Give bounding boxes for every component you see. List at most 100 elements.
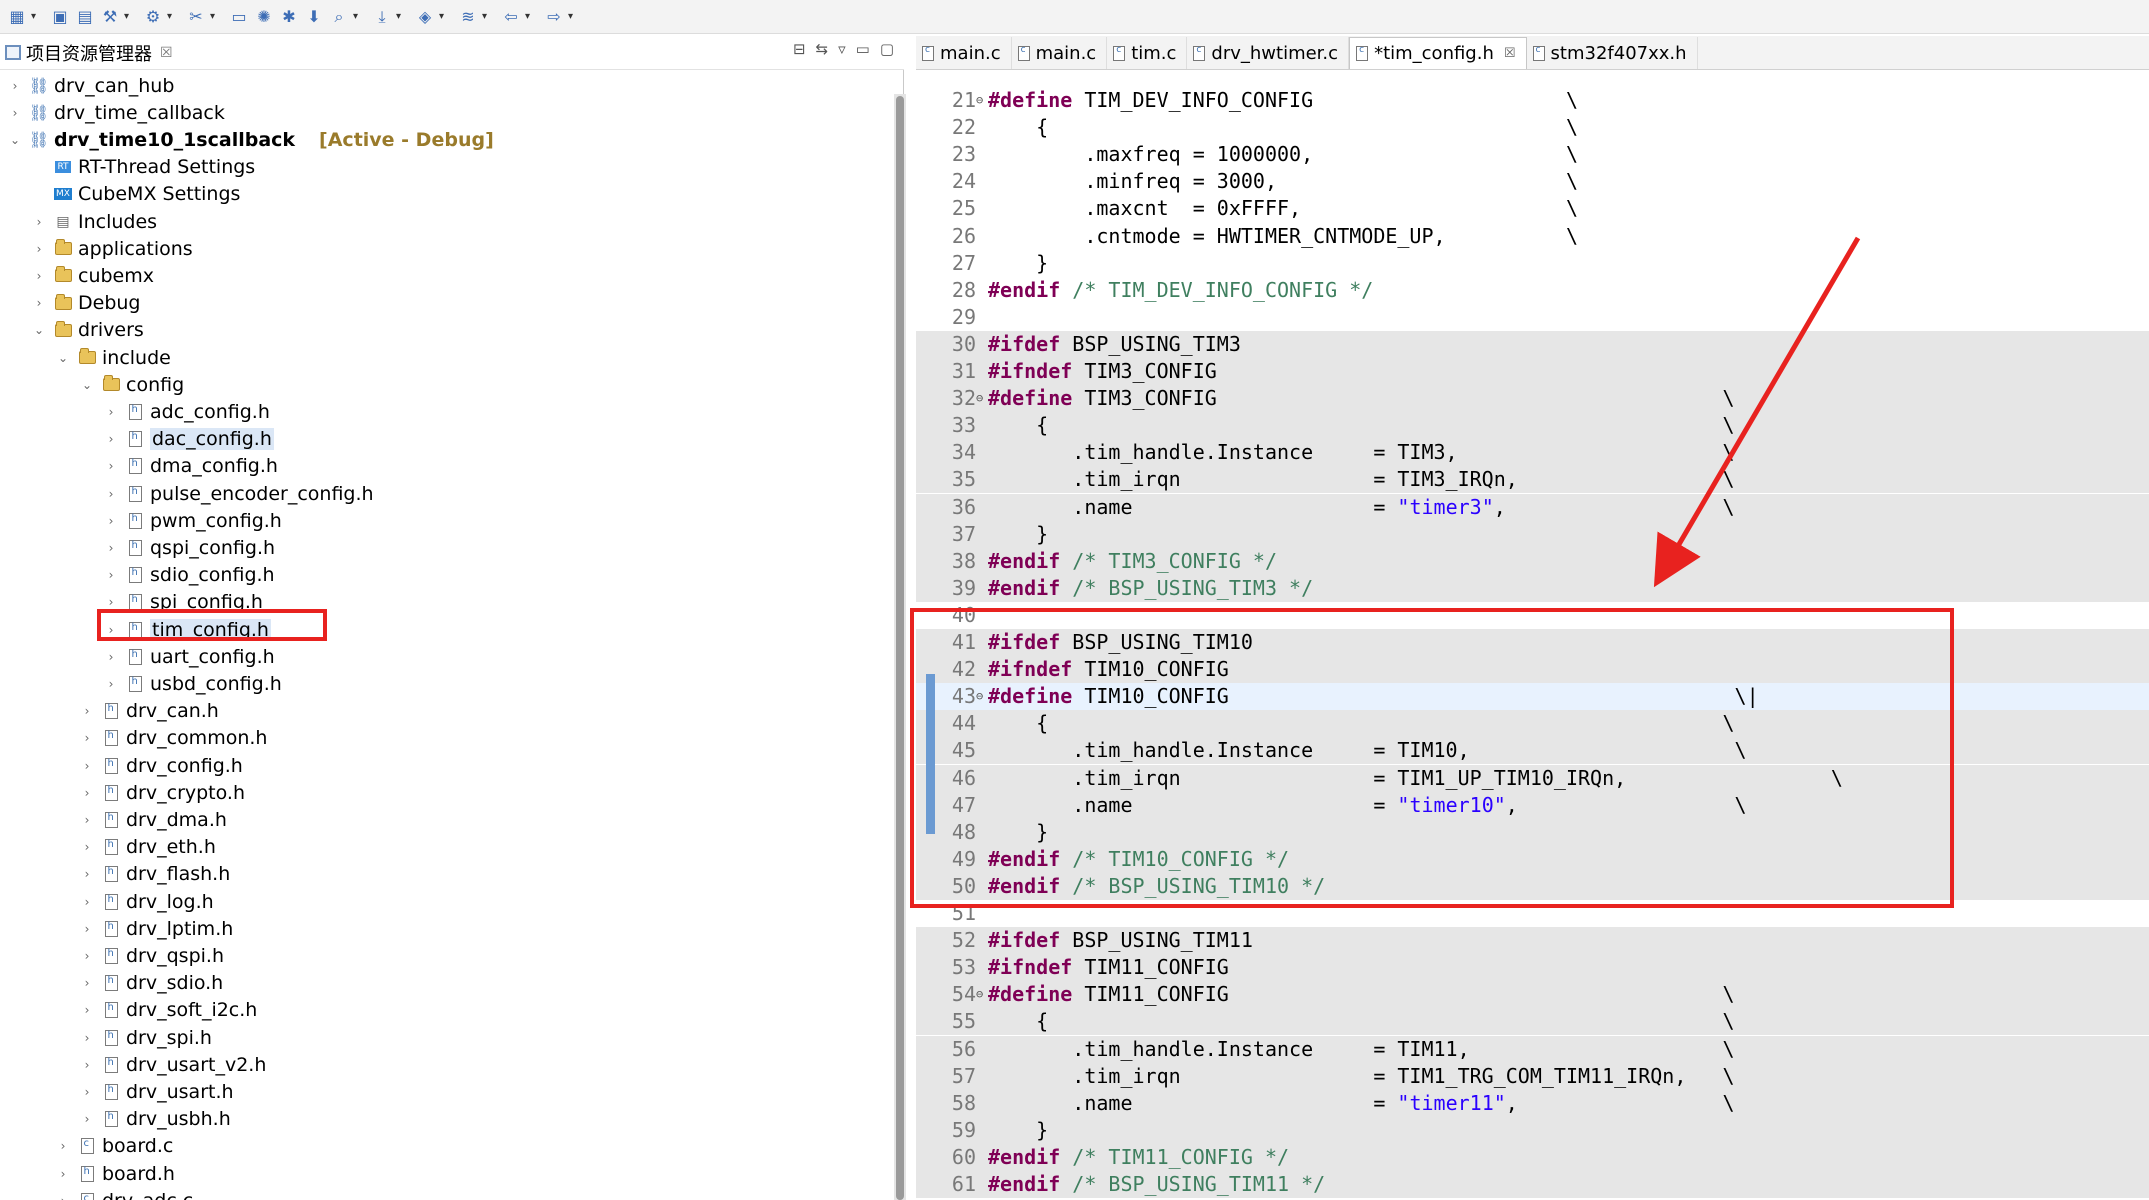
layers-icon[interactable]: ≋ [461,7,475,26]
code-line[interactable]: 32⊖#define TIM3_CONFIG \ [916,385,2149,413]
tree-item[interactable]: ›Debug [32,290,141,317]
code-line[interactable]: 23 .maxfreq = 1000000, \ [916,141,2149,168]
tree-item[interactable]: ›dac_config.h [104,426,274,453]
chevron-right-icon[interactable]: › [84,758,90,773]
code-line[interactable]: 49#endif /* TIM10_CONFIG */ [916,845,2149,873]
tree-item[interactable]: ›drv_can.h [80,698,219,725]
chevron-down-icon[interactable]: ▾ [31,11,37,22]
code-line[interactable]: 39#endif /* BSP_USING_TIM3 */ [916,574,2149,602]
tree-item[interactable]: ›applications [32,235,193,262]
code-line[interactable]: 33 { \ [916,412,2149,440]
code-line[interactable]: 28#endif /* TIM_DEV_INFO_CONFIG */ [916,277,2149,304]
tree-item[interactable]: ⌄drivers [32,317,144,344]
code-line[interactable]: 25 .maxcnt = 0xFFFF, \ [916,195,2149,222]
chevron-right-icon[interactable]: › [84,894,90,909]
fold-toggle-icon[interactable]: ⊖ [976,987,984,1002]
tree-item[interactable]: ›sdio_config.h [104,562,275,589]
chevron-right-icon[interactable]: › [84,948,90,963]
tree-item[interactable]: ›⛓drv_can_hub [8,72,175,99]
tree-item[interactable]: ›adc_config.h [104,398,270,425]
forward-icon[interactable]: ⇨ [547,7,561,26]
code-line[interactable]: 47 .name = "timer10", \ [916,791,2149,819]
explorer-scrollbar-thumb[interactable] [896,96,904,1200]
chevron-right-icon[interactable]: › [36,268,42,283]
tree-item[interactable]: ›drv_usart.h [80,1078,234,1105]
chevron-right-icon[interactable]: › [84,1057,90,1072]
tree-item[interactable]: ›⛓drv_time_callback [8,99,225,126]
tree-item[interactable]: ›dma_config.h [104,453,278,480]
code-line[interactable]: 45 .tim_handle.Instance = TIM10, \ [916,737,2149,765]
chevron-right-icon[interactable]: › [84,1084,90,1099]
chevron-down-icon[interactable]: ▾ [482,11,488,22]
chevron-right-icon[interactable]: › [84,785,90,800]
editor-tab[interactable]: tim.c [1107,37,1188,69]
code-line[interactable]: 59 } [916,1116,2149,1144]
code-line[interactable]: 21⊖#define TIM_DEV_INFO_CONFIG \ [916,87,2149,114]
settings-icon[interactable]: ✺ [257,7,271,26]
code-line[interactable]: 54⊖#define TIM11_CONFIG \ [916,981,2149,1009]
editor-tab[interactable]: main.c [916,37,1012,69]
chevron-down-icon[interactable]: ▾ [439,11,445,22]
code-line[interactable]: 48 } [916,818,2149,846]
code-line[interactable]: 30#ifdef BSP_USING_TIM3 [916,330,2149,358]
tree-item[interactable]: ›drv_adc.c [56,1187,193,1200]
view-menu-icon[interactable]: ▿ [838,40,846,58]
tools-icon[interactable]: ✂ [189,7,203,26]
tree-item[interactable]: ›drv_config.h [80,752,243,779]
code-line[interactable]: 50#endif /* BSP_USING_TIM10 */ [916,872,2149,900]
tree-item[interactable]: ›drv_lptim.h [80,915,234,942]
build-icon[interactable]: ⚒ [102,7,118,26]
chevron-right-icon[interactable]: › [108,459,114,474]
code-line[interactable]: 44 { \ [916,710,2149,738]
bug-icon[interactable]: ✱ [282,7,296,26]
tree-item[interactable]: ›drv_spi.h [80,1024,212,1051]
tree-item[interactable]: ⌄⛓drv_time10_1scallback[Active - Debug] [8,126,494,153]
search-icon[interactable]: ⌕ [334,6,344,26]
fold-toggle-icon[interactable]: ⊖ [976,93,984,107]
chevron-right-icon[interactable]: › [84,812,90,827]
chevron-right-icon[interactable]: › [60,1166,66,1181]
fold-toggle-icon[interactable]: ⊖ [976,689,984,704]
chevron-right-icon[interactable]: › [84,921,90,936]
chevron-right-icon[interactable]: › [12,78,18,93]
tree-item[interactable]: ⌄config [80,371,184,398]
code-line[interactable]: 38#endif /* TIM3_CONFIG */ [916,547,2149,575]
tree-item[interactable]: ›board.h [56,1160,175,1187]
code-line[interactable]: 52#ifdef BSP_USING_TIM11 [916,927,2149,955]
debug-icon[interactable]: ⚙ [145,7,161,26]
save-icon[interactable]: ▣ [52,7,68,26]
code-line[interactable]: 41#ifdef BSP_USING_TIM10 [916,629,2149,656]
tree-item[interactable]: ›usbd_config.h [104,670,282,697]
chevron-right-icon[interactable]: › [84,976,90,991]
tree-item[interactable]: ›drv_qspi.h [80,942,224,969]
code-line[interactable]: 35 .tim_irqn = TIM3_IRQn, \ [916,466,2149,494]
tree-item[interactable]: ⌄include [56,344,171,371]
editor-tab[interactable]: stm32f407xx.h [1527,37,1698,69]
monitor-icon[interactable]: ▭ [231,7,247,26]
chevron-right-icon[interactable]: › [108,486,114,501]
new-icon[interactable]: ▦ [9,7,25,26]
tree-item[interactable]: ›drv_sdio.h [80,970,224,997]
chevron-right-icon[interactable]: › [60,1139,66,1154]
tree-item[interactable]: ›drv_common.h [80,725,268,752]
code-line[interactable]: 42#ifndef TIM10_CONFIG [916,656,2149,684]
chevron-right-icon[interactable]: › [108,622,114,637]
code-line[interactable]: 31#ifndef TIM3_CONFIG [916,358,2149,385]
code-line[interactable]: 22 { \ [916,114,2149,141]
chevron-right-icon[interactable]: › [108,676,114,691]
tree-item[interactable]: ›drv_usbh.h [80,1106,231,1133]
chevron-right-icon[interactable]: › [108,540,114,555]
code-line[interactable]: 53#ifndef TIM11_CONFIG [916,954,2149,982]
code-line[interactable]: 27 } [916,250,2149,277]
code-line[interactable]: 29 [916,304,2149,331]
chevron-down-icon[interactable]: ▾ [167,11,173,22]
chevron-right-icon[interactable]: › [36,296,42,311]
tree-item[interactable]: ›drv_flash.h [80,861,231,888]
code-line[interactable]: 57 .tim_irqn = TIM1_TRG_COM_TIM11_IRQn, … [916,1062,2149,1090]
tree-item[interactable]: ›drv_soft_i2c.h [80,997,258,1024]
link-editor-icon[interactable]: ⇆ [815,40,829,58]
tree-item[interactable]: ›▤Includes [32,208,157,235]
chevron-down-icon[interactable]: ▾ [210,11,216,22]
